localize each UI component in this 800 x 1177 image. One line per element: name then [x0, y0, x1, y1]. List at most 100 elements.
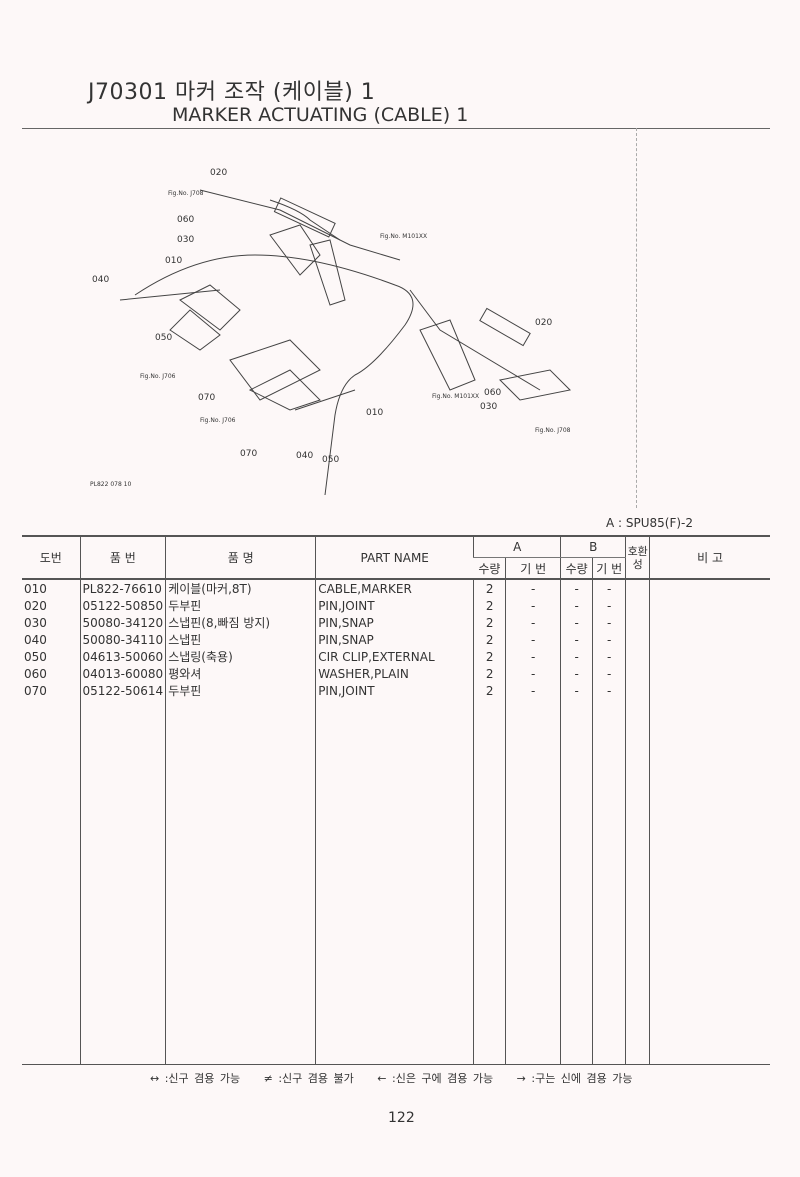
cell-a-no: - [505, 597, 561, 614]
diagram-callout: 030 [177, 235, 194, 245]
empty-cell [625, 699, 650, 1065]
cell-name-kr: 스냅핀 [165, 631, 316, 648]
cell-part-no: 50080-34120 [79, 614, 166, 631]
cell-b-qty: - [560, 648, 593, 665]
parts-table: 도번 품 번 품 명 PART NAME A B 호환성 비 고 수량 기 번 … [22, 535, 770, 1065]
page-title: J70301 마커 조작 (케이블) 1 [88, 80, 376, 105]
empty-cell [473, 699, 506, 1065]
cell-b-no: - [592, 648, 626, 665]
title-divider [22, 128, 770, 129]
diagram-callout: 050 [322, 455, 339, 465]
cell-b-qty: - [560, 665, 593, 682]
col-part-name-kr: 품 명 [165, 535, 316, 580]
col-compat: 호환성 [625, 535, 650, 580]
compat-legend: ↔ :신구 겸용 가능 ≠ :신구 겸용 불가 ← :신은 구에 겸용 가능 →… [150, 1070, 651, 1086]
diagram-callout: 010 [366, 408, 383, 418]
cell-compat [625, 648, 650, 665]
cell-remarks [649, 682, 770, 699]
cell-name-kr: 케이블(마커,8T) [165, 579, 316, 597]
cell-name: WASHER,PLAIN [315, 665, 474, 682]
cell-ref: 010 [24, 581, 47, 596]
cell-part-no: PL822-76610 [79, 579, 166, 597]
cell-compat [625, 614, 650, 631]
cell-a-no: - [505, 614, 561, 631]
margin-divider [636, 128, 637, 508]
col-a-machine: 기 번 [505, 557, 561, 580]
col-a-qty: 수량 [473, 557, 506, 580]
cell-b-no: - [592, 665, 626, 682]
empty-cell [22, 699, 80, 1065]
col-b-machine: 기 번 [592, 557, 626, 580]
diagram-callout: 020 [210, 168, 227, 178]
legend-item: ↔ :신구 겸용 가능 [150, 1072, 241, 1085]
cell-b-qty: - [560, 682, 593, 699]
cell-a-no: - [505, 665, 561, 682]
diagram-callout: 060 [484, 388, 501, 398]
parts-diagram: 020 060 030 010 040 050 070 010 040 050 … [90, 168, 572, 496]
cell-b-no: - [592, 682, 626, 699]
diagram-callout: 030 [480, 402, 497, 412]
cell-a-qty: 2 [473, 631, 506, 648]
diagram-callout: 040 [296, 451, 313, 461]
diagram-callout: 070 [198, 393, 215, 403]
diagram-callout: 040 [92, 275, 109, 285]
cell-b-qty: - [560, 631, 593, 648]
empty-cell [560, 699, 593, 1065]
cell-a-qty: 2 [473, 597, 506, 614]
cell-a-qty: 2 [473, 682, 506, 699]
empty-cell [315, 699, 474, 1065]
cell-a-qty: 2 [473, 614, 506, 631]
diagram-callout: 050 [155, 333, 172, 343]
cell-name: PIN,JOINT [315, 682, 474, 699]
cell-b-no: - [592, 597, 626, 614]
cell-part-no: 04613-50060 [79, 648, 166, 665]
legend-item: ← :신은 구에 겸용 가능 [377, 1072, 494, 1085]
cell-remarks [649, 648, 770, 665]
drawing-id: PL822 078 10 [90, 481, 131, 488]
cell-name: CIR CLIP,EXTERNAL [315, 648, 474, 665]
cell-remarks [649, 579, 770, 597]
cell-a-no: - [505, 648, 561, 665]
cell-remarks [649, 597, 770, 614]
fig-reference: Fig.No. J708 [168, 190, 204, 197]
cell-part-no: 05122-50614 [79, 682, 166, 699]
diagram-callout: 010 [165, 256, 182, 266]
cell-remarks [649, 665, 770, 682]
fig-reference: Fig.No. J706 [140, 373, 176, 380]
fig-reference: Fig.No. M101XX [380, 233, 427, 240]
empty-cell [649, 699, 770, 1065]
col-ref: 도번 [22, 535, 80, 580]
empty-cell [592, 699, 626, 1065]
cell-a-qty: 2 [473, 579, 506, 597]
cell-name-kr: 스냅링(축용) [165, 648, 316, 665]
col-b-qty: 수량 [560, 557, 593, 580]
page-number: 122 [388, 1110, 415, 1126]
cell-remarks [649, 631, 770, 648]
cell-name: PIN,SNAP [315, 614, 474, 631]
cell-compat [625, 665, 650, 682]
cell-a-no: - [505, 579, 561, 597]
cell-compat [625, 631, 650, 648]
cell-b-no: - [592, 631, 626, 648]
cell-part-no: 04013-60080 [79, 665, 166, 682]
cell-b-qty: - [560, 579, 593, 597]
cell-name-kr: 두부핀 [165, 682, 316, 699]
cell-ref: 040 [24, 632, 47, 647]
cell-name-kr: 스냅핀(8,빠짐 방지) [165, 614, 316, 631]
cell-ref: 070 [24, 683, 47, 698]
cell-b-qty: - [560, 597, 593, 614]
table-empty-space [22, 699, 770, 1065]
col-b: B [560, 535, 626, 558]
empty-cell [79, 699, 166, 1065]
cell-name: PIN,SNAP [315, 631, 474, 648]
cell-compat [625, 579, 650, 597]
fig-reference: Fig.No. J706 [200, 417, 236, 424]
